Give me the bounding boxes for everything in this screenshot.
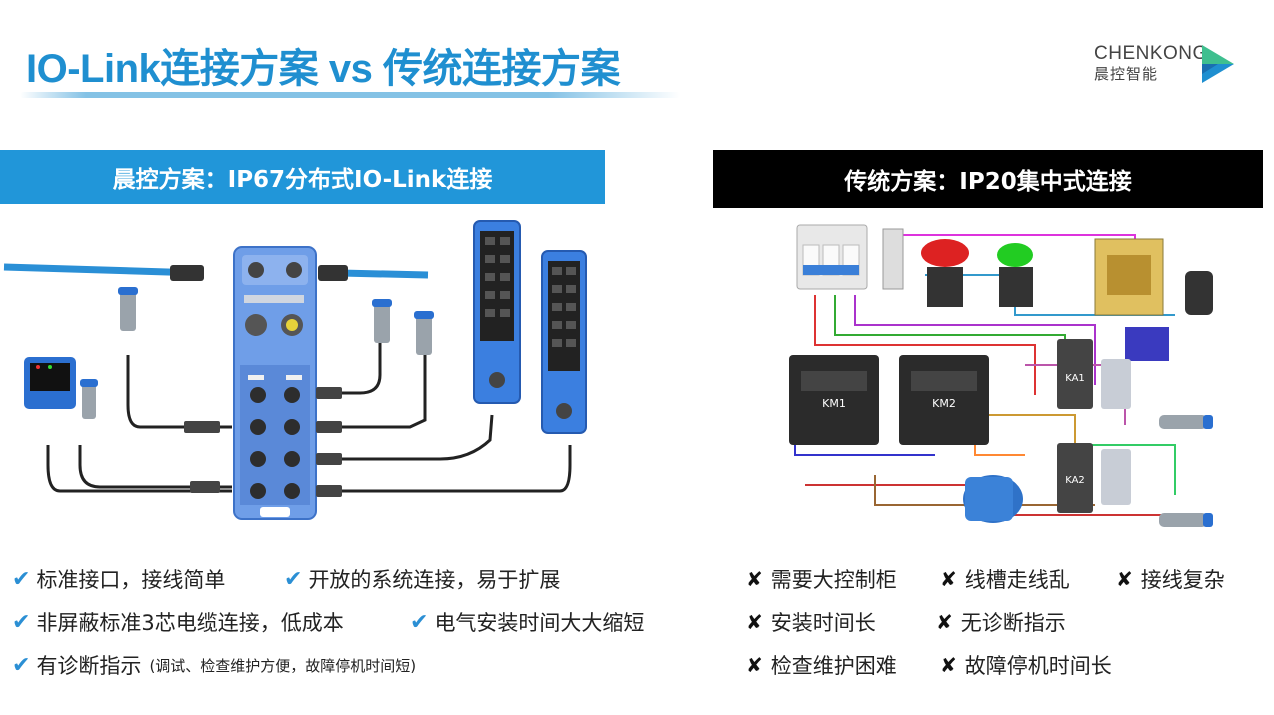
- traditional-drawback-5: ✘ 无诊断指示: [936, 607, 1066, 637]
- benefit-text: 电气安装时间大大缩短: [434, 611, 645, 635]
- km1-label: KM1: [822, 397, 846, 410]
- traditional-section-header: 传统方案：IP20集中式连接: [713, 150, 1263, 208]
- check-icon: ✔: [284, 566, 303, 592]
- iolink-section-header: 晨控方案：IP67分布式IO-Link连接: [0, 150, 605, 204]
- traditional-drawback-1: ✘ 需要大控制柜: [746, 564, 897, 594]
- cross-icon: ✘: [940, 567, 957, 591]
- iolink-hub-illustration: [3, 220, 587, 520]
- benefit-text: 开放的系统连接，易于扩展: [308, 568, 561, 592]
- drawback-text: 无诊断指示: [960, 611, 1066, 635]
- cross-icon: ✘: [936, 610, 953, 634]
- iolink-benefit-1: ✔ 标准接口，接线简单: [12, 564, 225, 594]
- drawback-text: 需要大控制柜: [770, 568, 897, 592]
- traditional-drawback-4: ✘ 安装时间长: [746, 607, 876, 637]
- logo-name: CHENKONG: [1094, 43, 1208, 64]
- traditional-drawback-2: ✘ 线槽走线乱: [940, 564, 1070, 594]
- cross-icon: ✘: [1116, 567, 1133, 591]
- iolink-benefit-2: ✔ 开放的系统连接，易于扩展: [284, 564, 560, 594]
- io-modules: [473, 220, 587, 434]
- io-link-hub: [233, 246, 317, 520]
- iolink-benefit-5: ✔ 有诊断指示 (调试、检查维护方便，故障停机时间短): [12, 650, 416, 680]
- traditional-drawback-7: ✘ 故障停机时间长: [940, 650, 1112, 680]
- cross-icon: ✘: [746, 653, 763, 677]
- cross-icon: ✘: [940, 653, 957, 677]
- cross-icon: ✘: [746, 610, 763, 634]
- title-underline: [20, 92, 680, 98]
- chenkong-logo-icon: [1202, 45, 1234, 83]
- cross-icon: ✘: [746, 567, 763, 591]
- drawback-text: 线槽走线乱: [964, 568, 1070, 592]
- iolink-benefit-4: ✔ 电气安装时间大大缩短: [410, 607, 644, 637]
- km2-label: KM2: [932, 397, 956, 410]
- logo-subtitle: 晨控智能: [1094, 65, 1159, 83]
- traditional-drawback-3: ✘ 接线复杂: [1116, 564, 1225, 594]
- benefit-note: (调试、检查维护方便，故障停机时间短): [149, 656, 417, 675]
- proximity-sensors: [80, 287, 434, 419]
- benefit-text: 非屏蔽标准3芯电缆连接，低成本: [36, 611, 344, 635]
- page-title: IO-Link连接方案 vs 传统连接方案: [26, 47, 621, 91]
- check-icon: ✔: [12, 566, 31, 592]
- drawback-text: 接线复杂: [1140, 568, 1225, 592]
- drawback-text: 故障停机时间长: [964, 654, 1112, 678]
- benefit-text: 标准接口，接线简单: [36, 568, 226, 592]
- ka1-label: KA1: [1065, 373, 1085, 384]
- drawback-text: 检查维护困难: [770, 654, 897, 678]
- benefit-text: 有诊断指示: [36, 654, 142, 678]
- check-icon: ✔: [12, 652, 31, 678]
- drawback-text: 安装时间长: [770, 611, 876, 635]
- traditional-wiring-illustration: KM1 KM2 KA1 KA2: [789, 224, 1213, 527]
- check-icon: ✔: [12, 609, 31, 635]
- ka2-label: KA2: [1065, 475, 1085, 486]
- check-icon: ✔: [410, 609, 429, 635]
- traditional-drawback-6: ✘ 检查维护困难: [746, 650, 897, 680]
- iolink-benefit-3: ✔ 非屏蔽标准3芯电缆连接，低成本: [12, 607, 344, 637]
